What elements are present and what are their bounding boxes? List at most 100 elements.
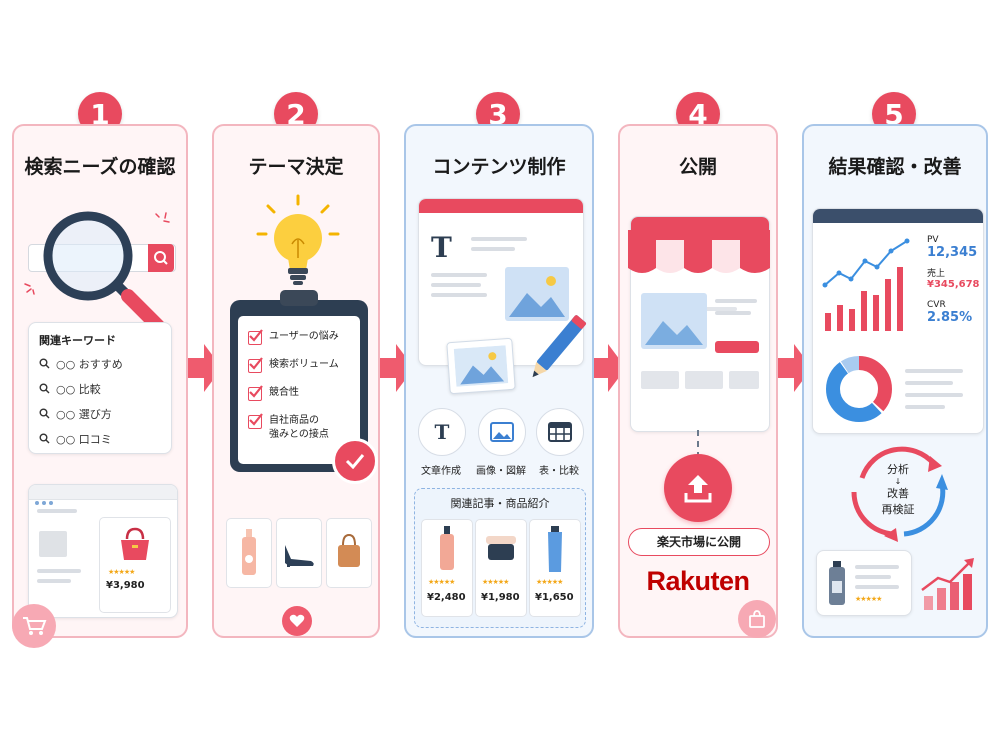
growth-chart-icon <box>921 558 974 610</box>
analytics-dashboard: PV 12,345 売上 ¥345,678 CVR 2.85% <box>812 208 984 434</box>
search-button <box>148 244 174 272</box>
keyword-item[interactable]: ○○ 口コミ <box>39 426 123 451</box>
metric-value: ¥345,678 <box>927 279 980 290</box>
checklist-text: 競合性 <box>269 387 299 398</box>
tool-caption: 画像・図解 <box>476 466 526 477</box>
checklist-item[interactable]: 自社商品の 強みとの接点 <box>248 413 358 442</box>
checklist-text: ユーザーの悩み <box>269 331 339 342</box>
favorite-badge <box>282 606 312 636</box>
step-5-title: 結果確認・改善 <box>828 156 962 178</box>
text-icon: T <box>434 420 450 444</box>
image-icon <box>490 422 514 442</box>
rating-stars: ★★★★★ <box>482 578 509 586</box>
image-tool-button[interactable] <box>478 408 526 456</box>
image-icon <box>509 276 565 317</box>
checklist-text: 自社商品の 強みとの接点 <box>269 415 329 440</box>
image-icon <box>453 345 509 387</box>
shopping-bag-badge <box>738 600 776 638</box>
upload-icon <box>684 475 712 503</box>
checklist-item[interactable]: 競合性 <box>248 385 358 401</box>
cycle-arrow: ↓ <box>894 477 902 486</box>
rating-stars: ★★★★★ <box>536 578 563 586</box>
keyword-text: ○○ 比較 <box>56 382 101 396</box>
arrow-right-icon <box>590 344 626 392</box>
publish-label[interactable]: 楽天市場に公開 <box>628 528 770 556</box>
product-card[interactable]: ★★★★★ ¥2,480 <box>421 519 473 617</box>
done-badge <box>332 438 378 484</box>
keyword-text: ○○ おすすめ <box>56 357 123 371</box>
related-keywords-panel: 関連キーワード ○○ おすすめ ○○ 比較 ○○ 選び方 ○○ 口コミ <box>28 322 172 454</box>
cart-icon <box>23 617 47 635</box>
cart-badge <box>12 604 56 648</box>
step-5-card: 結果確認・改善 PV 12,345 売上 ¥345,678 CVR 2.85% <box>802 124 988 638</box>
checkmark-icon <box>249 385 263 398</box>
step-3-card: コンテンツ制作 T T 文章作成 画像・図解 表・比較 関連記 <box>404 124 594 638</box>
product-review-panel[interactable]: ★★★★★ <box>816 550 912 616</box>
bottle-icon <box>242 529 256 575</box>
shoe-icon <box>285 545 314 567</box>
metric-label: 売上 <box>927 269 946 279</box>
buy-button[interactable] <box>715 341 759 353</box>
table-icon <box>548 422 572 442</box>
search-icon <box>154 251 168 265</box>
shopping-bag-icon <box>749 610 765 628</box>
photo-card <box>446 337 516 395</box>
search-icon <box>39 408 50 419</box>
checklist-item[interactable]: ユーザーの悩み <box>248 329 358 345</box>
keyword-text: ○○ 選び方 <box>56 407 112 421</box>
writing-tool-button[interactable]: T <box>418 408 466 456</box>
cycle-improve: 改善 <box>887 487 909 500</box>
step-1-card: 検索ニーズの確認 関連キーワード ○○ おすすめ ○○ 比較 ○○ 選び方 <box>12 124 188 648</box>
metric-label: CVR <box>927 300 946 310</box>
product-thumb[interactable] <box>276 518 322 588</box>
product-price: ¥1,980 <box>481 592 520 603</box>
search-icon <box>39 358 50 369</box>
keyword-item[interactable]: ○○ 選び方 <box>39 401 123 426</box>
checklist: ユーザーの悩み 検索ボリューム 競合性 自社商品の 強みとの接点 <box>238 316 360 464</box>
product-price: ¥1,650 <box>535 592 574 603</box>
product-card[interactable]: ★★★★★ ¥1,650 <box>529 519 581 617</box>
checkmark-icon <box>249 357 263 370</box>
connector-line <box>697 430 699 458</box>
rating-stars: ★★★★★ <box>428 578 455 586</box>
search-icon <box>39 383 50 394</box>
checkmark-icon <box>345 454 365 469</box>
donut-chart <box>826 356 892 422</box>
checklist-item[interactable]: 検索ボリューム <box>248 357 358 373</box>
product-card[interactable]: ★★★★★ ¥1,980 <box>475 519 527 617</box>
keyword-item[interactable]: ○○ 比較 <box>39 376 123 401</box>
table-tool-button[interactable] <box>536 408 584 456</box>
rating-stars: ★★★★★ <box>855 595 882 603</box>
awning-icon <box>628 230 770 273</box>
product-thumb[interactable] <box>226 518 272 588</box>
step-2-title: テーマ決定 <box>248 156 344 178</box>
improvement-cycle <box>851 446 948 542</box>
keyword-item[interactable]: ○○ おすすめ <box>39 351 123 376</box>
step-1-title: 検索ニーズの確認 <box>24 156 176 178</box>
rakuten-logo: Rakuten <box>646 566 750 596</box>
tool-caption: 表・比較 <box>539 466 579 477</box>
cycle-analyze: 分析 <box>887 463 909 476</box>
product-thumb[interactable] <box>326 518 372 588</box>
product-card[interactable]: ★★★★★ ¥3,980 <box>99 517 171 613</box>
heart-icon <box>289 614 305 627</box>
cycle-labels: 分析 ↓ 改善 再検証 <box>868 462 928 518</box>
product-page-window: ★★★★★ ¥3,980 <box>28 484 178 618</box>
checklist-text: 検索ボリューム <box>269 359 339 370</box>
related-articles-box: 関連記事・商品紹介 ★★★★★ ¥2,480 ★★★★★ ¥1,980 ★★★★… <box>414 488 586 628</box>
upload-button[interactable] <box>664 454 732 522</box>
metric-label: PV <box>927 235 939 245</box>
product-price: ¥2,480 <box>427 592 466 603</box>
cycle-retest: 再検証 <box>881 503 915 516</box>
product-price: ¥3,980 <box>106 580 145 591</box>
bottle-icon <box>440 526 454 570</box>
related-keywords-title: 関連キーワード <box>39 334 116 347</box>
checkmark-icon <box>249 413 263 426</box>
handbag-icon <box>121 527 149 560</box>
tube-icon <box>548 526 562 572</box>
step-4-title: 公開 <box>678 156 717 178</box>
tool-caption: 文章作成 <box>421 466 461 477</box>
image-placeholder <box>505 267 569 321</box>
metric-value: 12,345 <box>927 245 978 260</box>
image-icon <box>645 321 703 345</box>
